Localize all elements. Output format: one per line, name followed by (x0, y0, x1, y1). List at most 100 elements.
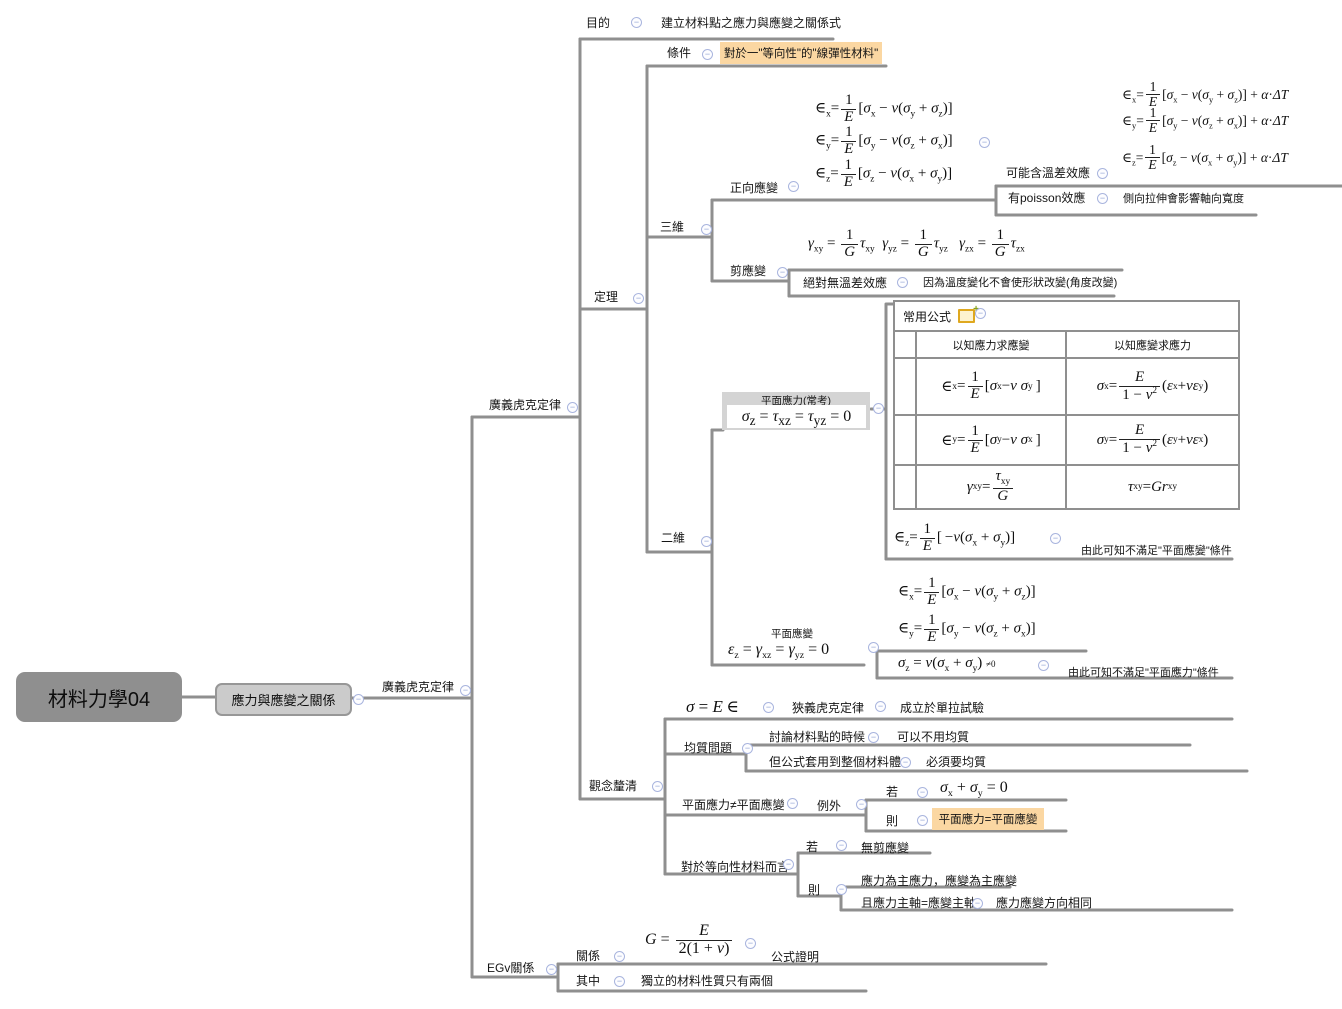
collapse-icon[interactable]: − (917, 815, 928, 826)
collapse-icon[interactable]: − (745, 938, 756, 949)
branch-hooke-outer[interactable]: 廣義虎克定律 (382, 680, 455, 694)
node-narrow-hooke[interactable]: 狹義虎克定律 (792, 701, 865, 715)
collapse-icon[interactable]: − (868, 642, 879, 653)
node-plane-strain-note[interactable]: 由此可知不滿足"平面應力"條件 (1068, 667, 1219, 679)
collapse-icon[interactable]: − (783, 859, 794, 870)
node-condition[interactable]: 條件 (667, 46, 692, 60)
plane-strain-title[interactable]: 平面應變 (771, 628, 813, 640)
node-if-2[interactable]: 若 (806, 840, 819, 854)
node-no-need-homog[interactable]: 可以不用均質 (897, 730, 970, 744)
collapse-icon[interactable]: − (836, 884, 847, 895)
node-no-temp-text[interactable]: 因為溫度變化不會使形狀改變(角度改變) (923, 277, 1118, 289)
collapse-icon[interactable]: − (742, 743, 753, 754)
node-indep[interactable]: 獨立的材料性質只有兩個 (641, 974, 774, 988)
node-ps-eq-pe[interactable]: 平面應力=平面應變 (932, 808, 1044, 830)
add-note-icon[interactable]: + (958, 304, 979, 323)
collapse-icon[interactable]: − (631, 17, 642, 28)
collapse-icon[interactable]: − (633, 293, 644, 304)
node-purpose[interactable]: 目的 (586, 16, 611, 30)
node-temp-effect[interactable]: 可能含溫差效應 (1006, 166, 1091, 180)
node-no-shear[interactable]: 無剪應變 (861, 841, 910, 855)
collapse-icon[interactable]: − (353, 694, 364, 705)
node-then-2[interactable]: 則 (808, 883, 821, 897)
plane-strain-formula[interactable]: εz = γxz = γyz = 0 (728, 641, 830, 662)
collapse-icon[interactable]: − (868, 732, 879, 743)
node-point-case[interactable]: 討論材料點的時候 (769, 730, 866, 744)
node-ps-ne-pe[interactable]: 平面應力≠平面應變 (682, 798, 785, 812)
collapse-icon[interactable]: − (917, 787, 928, 798)
plane-stress-topic[interactable]: 平面應力(常考) σz = τxz = τyz = 0 (722, 392, 870, 430)
collapse-icon[interactable]: − (701, 224, 712, 235)
node-purpose-text[interactable]: 建立材料點之應力與應變之關係式 (661, 16, 842, 30)
node-axes[interactable]: 且應力主軸=應變主軸 (861, 896, 977, 910)
node-uniaxial[interactable]: 成立於單拉試驗 (900, 701, 985, 715)
collapse-icon[interactable]: − (460, 685, 471, 696)
node-poisson-text[interactable]: 側向拉伸會影響軸向寬度 (1123, 193, 1244, 205)
collapse-icon[interactable]: − (652, 781, 663, 792)
table-title[interactable]: 常用公式 (903, 309, 952, 324)
node-must-homog[interactable]: 必須要均質 (926, 755, 987, 769)
node-poisson[interactable]: 有poisson效應 (1008, 191, 1086, 205)
collapse-icon[interactable]: − (567, 402, 578, 413)
collapse-icon[interactable]: − (763, 702, 774, 713)
main-topic-node[interactable]: 應力與應變之關係 (215, 683, 352, 716)
collapse-icon[interactable]: − (702, 49, 713, 60)
common-formulas-table[interactable]: 常用公式 + 以知應力求應變 以知應變求應力 ∈x=1E[σx − ν σy ]… (893, 300, 1240, 510)
node-homog[interactable]: 均質問題 (684, 741, 733, 755)
formula-sx-plus-sy[interactable]: σx + σy = 0 (940, 779, 1008, 800)
branch-hooke-inner[interactable]: 廣義虎克定律 (489, 398, 562, 412)
branch-egv[interactable]: EGv關係 (487, 961, 535, 975)
collapse-icon[interactable]: − (1097, 168, 1108, 179)
node-whole-case[interactable]: 但公式套用到整個材料體 (769, 755, 902, 769)
node-concept[interactable]: 觀念釐清 (589, 779, 638, 793)
collapse-icon[interactable]: − (701, 536, 712, 547)
node-three-d[interactable]: 三維 (660, 220, 685, 234)
root-node[interactable]: 材料力學04 (16, 672, 182, 722)
node-same-dir[interactable]: 應力應變方向相同 (996, 896, 1093, 910)
collapse-icon[interactable]: − (546, 964, 557, 975)
node-no-temp[interactable]: 絕對無溫差效應 (803, 276, 888, 290)
collapse-icon[interactable]: − (873, 403, 884, 414)
node-principal[interactable]: 應力為主應力，應變為主應變 (861, 874, 1018, 888)
collapse-icon[interactable]: − (787, 798, 798, 809)
collapse-icon[interactable]: − (856, 799, 867, 810)
formula-sigma-E[interactable]: σ = E ∈ (686, 697, 739, 716)
collapse-icon[interactable]: − (1097, 193, 1108, 204)
formula-sigma-z-plane-strain[interactable]: σz = ν(σx + σy) ≠0 (898, 655, 996, 674)
collapse-icon[interactable]: − (972, 898, 983, 909)
node-relation[interactable]: 關係 (576, 949, 601, 963)
node-among[interactable]: 其中 (576, 974, 601, 988)
collapse-icon[interactable]: − (975, 308, 986, 319)
node-theorem[interactable]: 定理 (594, 290, 619, 304)
node-then-1[interactable]: 則 (886, 814, 899, 828)
collapse-icon[interactable]: − (836, 840, 847, 851)
node-plane-stress-note[interactable]: 由此可知不滿足"平面應變"條件 (1081, 545, 1232, 557)
node-proof[interactable]: 公式證明 (771, 950, 820, 964)
node-normal-strain[interactable]: 正向應變 (730, 181, 779, 195)
collapse-icon[interactable]: − (900, 757, 911, 768)
collapse-icon[interactable]: − (875, 701, 886, 712)
collapse-icon[interactable]: − (788, 181, 799, 192)
collapse-icon[interactable]: − (614, 976, 625, 987)
node-exception[interactable]: 例外 (817, 799, 842, 813)
collapse-icon[interactable]: − (614, 951, 625, 962)
node-if-1[interactable]: 若 (886, 785, 899, 799)
collapse-icon[interactable]: − (777, 267, 788, 278)
node-condition-text[interactable]: 對於一"等向性"的"線彈性材料" (720, 42, 882, 64)
node-iso[interactable]: 對於等向性材料而言 (681, 860, 790, 874)
collapse-icon[interactable]: − (1038, 660, 1049, 671)
collapse-icon[interactable]: − (897, 277, 908, 288)
node-two-d[interactable]: 二維 (661, 531, 686, 545)
node-shear-strain[interactable]: 剪應變 (730, 264, 767, 278)
